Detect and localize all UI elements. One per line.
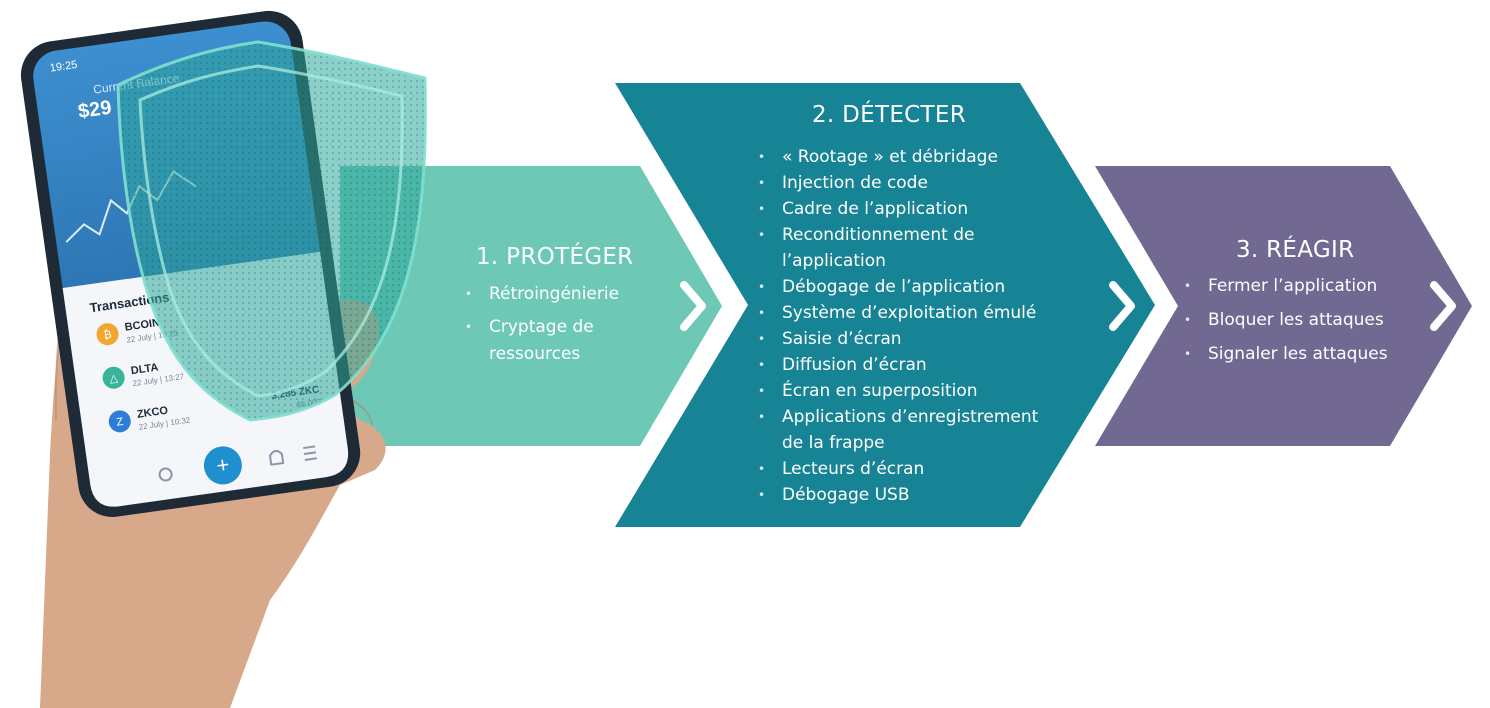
chevron-right-icon bbox=[1430, 281, 1456, 331]
stage-item: Fermer l’application bbox=[1182, 273, 1418, 300]
coin-symbol: ₿ bbox=[103, 329, 113, 342]
add-icon: + bbox=[215, 452, 231, 479]
stage-protect-title: 1. PROTÉGER bbox=[476, 244, 634, 270]
coin-name: DLTA bbox=[130, 362, 159, 378]
stage-item: « Rootage » et débridage bbox=[756, 144, 1062, 170]
stage-item: Lecteurs d’écran bbox=[756, 456, 1062, 482]
stage-item: Saisie d’écran bbox=[756, 326, 1062, 352]
stage-item: Cadre de l’application bbox=[756, 196, 1062, 222]
stage-detect-title: 2. DÉTECTER bbox=[812, 102, 967, 128]
stage-react-title: 3. RÉAGIR bbox=[1236, 237, 1355, 263]
search-icon[interactable] bbox=[158, 467, 173, 482]
phone-balance: $29 bbox=[77, 97, 113, 123]
shield-icon bbox=[116, 40, 427, 422]
bell-icon[interactable] bbox=[268, 449, 285, 466]
stage-protect-list: RétroingénierieCryptage de ressources bbox=[463, 281, 633, 374]
stage-item: Écran en superposition bbox=[756, 378, 1062, 404]
coin-logo-icon bbox=[108, 410, 131, 433]
phone-time: 19:25 bbox=[49, 59, 78, 75]
stage-item: Reconditionnement de l’application bbox=[756, 222, 1062, 274]
add-button[interactable] bbox=[201, 444, 244, 487]
stage-item: Débogage USB bbox=[756, 482, 1062, 508]
stage-item: Bloquer les attaques bbox=[1182, 307, 1418, 334]
coin-logo-icon bbox=[96, 323, 119, 346]
coin-logo-icon bbox=[102, 366, 125, 389]
menu-icon[interactable] bbox=[303, 445, 317, 461]
stage-item: Signaler les attaques bbox=[1182, 341, 1418, 368]
stage-detect-list: « Rootage » et débridageInjection de cod… bbox=[756, 144, 1062, 508]
stage-item: Cryptage de ressources bbox=[463, 314, 633, 368]
coin-symbol: Z bbox=[116, 416, 125, 429]
stage-item: Débogage de l’application bbox=[756, 274, 1062, 300]
chevron-right-icon bbox=[680, 281, 706, 331]
chevron-right-icon bbox=[1109, 281, 1135, 331]
coin-symbol: △ bbox=[109, 372, 120, 385]
stage-react-list: Fermer l’applicationBloquer les attaques… bbox=[1182, 273, 1418, 375]
stage-item: Injection de code bbox=[756, 170, 1062, 196]
stage-item: Diffusion d’écran bbox=[756, 352, 1062, 378]
coin-name: BCOIN bbox=[124, 317, 161, 334]
stage-react-chevron bbox=[1095, 166, 1472, 446]
stage-item: Rétroingénierie bbox=[463, 281, 633, 308]
coin-name: ZKCO bbox=[136, 405, 169, 421]
stage-item: Applications d’enregistrement de la frap… bbox=[756, 404, 1062, 456]
stage-item: Système d’exploitation émulé bbox=[756, 300, 1062, 326]
